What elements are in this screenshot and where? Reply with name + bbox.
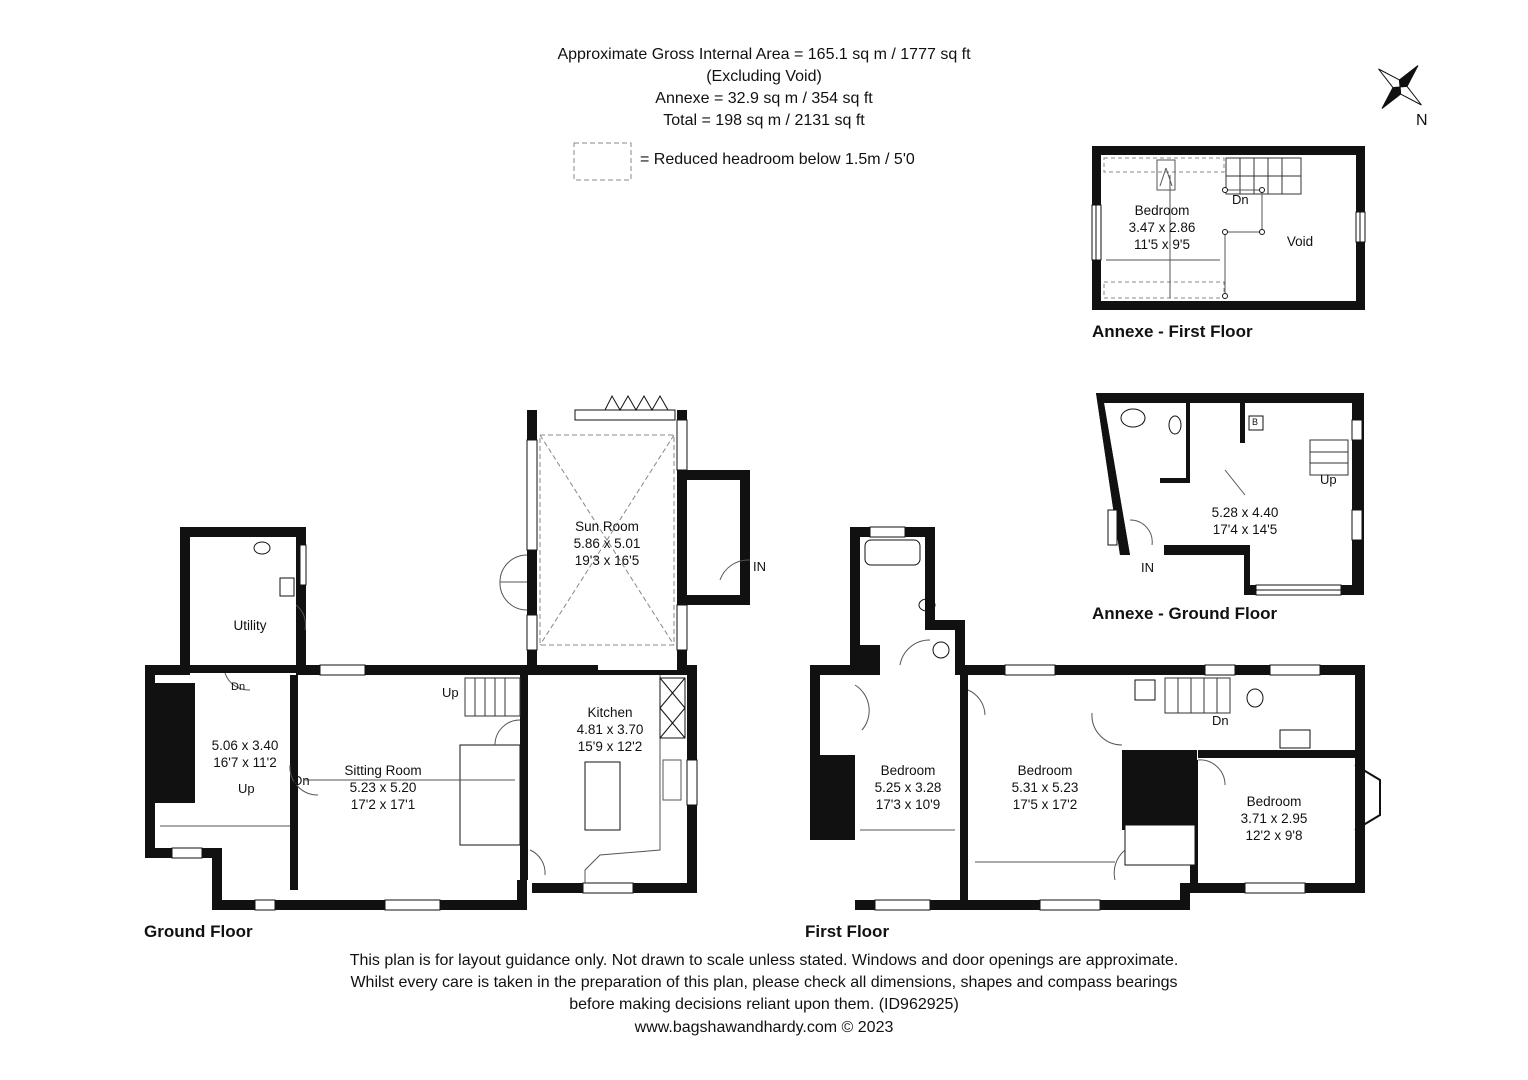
stairs-down-annexe: Dn xyxy=(1232,192,1249,207)
annexe-bedroom-label: Bedroom 3.47 x 2.86 11'5 x 9'5 xyxy=(1112,202,1212,253)
annexe-living-metric: 5.28 x 4.40 xyxy=(1211,505,1279,520)
stairs-up-annexe: Up xyxy=(1320,472,1337,487)
first-floor-plan xyxy=(810,526,1381,911)
ground-floor-title: Ground Floor xyxy=(144,922,253,941)
bedroom-ff2-imperial: 17'5 x 17'2 xyxy=(1012,797,1078,812)
ground-floor-plan xyxy=(145,394,751,911)
stairs-down-hall: Dn xyxy=(231,681,246,693)
annexe-entrance-marker: IN xyxy=(1141,560,1154,575)
bedroom-ff3-name: Bedroom xyxy=(1246,794,1302,809)
excluding-void-text: (Excluding Void) xyxy=(706,68,822,85)
annexe-void-label: Void xyxy=(1286,234,1314,249)
kitchen-label: Kitchen 4.81 x 3.70 15'9 x 12'2 xyxy=(565,704,655,755)
stairs-up-sitting: Up xyxy=(442,685,459,700)
hall-imperial: 16'7 x 11'2 xyxy=(213,755,277,770)
disclaimer-line-2: Whilst every care is taken in the prepar… xyxy=(350,974,1178,991)
sitting-room-name: Sitting Room xyxy=(344,763,422,778)
first-floor-title: First Floor xyxy=(805,922,890,941)
kitchen-metric: 4.81 x 3.70 xyxy=(576,722,644,737)
sun-room-name: Sun Room xyxy=(575,519,639,534)
bedroom-ff3-metric: 3.71 x 2.95 xyxy=(1240,811,1308,826)
annexe-bedroom-imperial: 11'5 x 9'5 xyxy=(1134,237,1190,252)
sun-room-label: Sun Room 5.86 x 5.01 19'3 x 16'5 xyxy=(557,518,657,569)
bedroom-ff2-metric: 5.31 x 5.23 xyxy=(1011,780,1079,795)
bedroom-ff1-label: Bedroom 5.25 x 3.28 17'3 x 10'9 xyxy=(858,762,958,813)
bedroom-ff1-name: Bedroom xyxy=(880,763,936,778)
annexe-ground-floor-plan xyxy=(1096,393,1364,596)
stairs-down-sitting: Dn xyxy=(293,773,310,788)
utility-label: Utility xyxy=(233,618,267,633)
kitchen-name: Kitchen xyxy=(587,705,633,720)
stairs-up-hall: Up xyxy=(238,781,255,796)
bedroom-ff1-metric: 5.25 x 3.28 xyxy=(874,780,942,795)
website-link[interactable]: www.bagshawandhardy.com © 2023 xyxy=(634,1019,894,1036)
entrance-marker: IN xyxy=(753,559,766,574)
sitting-room-label: Sitting Room 5.23 x 5.20 17'2 x 17'1 xyxy=(328,762,438,813)
annexe-first-floor-plan xyxy=(1091,146,1366,310)
disclaimer-line-3: before making decisions reliant upon the… xyxy=(569,996,959,1013)
bedroom-ff2-name: Bedroom xyxy=(1017,763,1073,778)
annexe-bedroom-metric: 3.47 x 2.86 xyxy=(1128,220,1196,235)
stairs-down-first: Dn xyxy=(1212,713,1229,728)
boiler-marker: B xyxy=(1252,417,1259,427)
annexe-bedroom-name: Bedroom xyxy=(1134,203,1190,218)
sun-room-metric: 5.86 x 5.01 xyxy=(573,536,641,551)
annexe-living-imperial: 17'4 x 14'5 xyxy=(1212,522,1278,537)
bedroom-ff2-label: Bedroom 5.31 x 5.23 17'5 x 17'2 xyxy=(995,762,1095,813)
disclaimer-line-1: This plan is for layout guidance only. N… xyxy=(349,952,1179,969)
kitchen-imperial: 15'9 x 12'2 xyxy=(577,739,643,754)
annexe-living-label: 5.28 x 4.40 17'4 x 14'5 xyxy=(1195,504,1295,538)
sitting-room-imperial: 17'2 x 17'1 xyxy=(350,797,416,812)
annexe-area-text: Annexe = 32.9 sq m / 354 sq ft xyxy=(655,90,873,107)
gross-area-text: Approximate Gross Internal Area = 165.1 … xyxy=(557,46,971,63)
annexe-ground-floor-title: Annexe - Ground Floor xyxy=(1092,604,1278,623)
total-area-text: Total = 198 sq m / 2131 sq ft xyxy=(663,112,865,129)
bedroom-ff3-label: Bedroom 3.71 x 2.95 12'2 x 9'8 xyxy=(1224,793,1324,844)
hall-label: 5.06 x 3.40 16'7 x 11'2 xyxy=(195,737,295,771)
bedroom-ff3-imperial: 12'2 x 9'8 xyxy=(1245,828,1303,843)
hall-metric: 5.06 x 3.40 xyxy=(211,738,279,753)
compass-icon xyxy=(1378,65,1422,109)
sun-room-imperial: 19'3 x 16'5 xyxy=(574,553,640,568)
legend-text: = Reduced headroom below 1.5m / 5'0 xyxy=(640,151,915,168)
sitting-room-metric: 5.23 x 5.20 xyxy=(349,780,417,795)
bedroom-ff1-imperial: 17'3 x 10'9 xyxy=(875,797,941,812)
legend-swatch xyxy=(573,142,632,181)
compass-label: N xyxy=(1416,112,1428,129)
annexe-first-floor-title: Annexe - First Floor xyxy=(1092,322,1253,341)
